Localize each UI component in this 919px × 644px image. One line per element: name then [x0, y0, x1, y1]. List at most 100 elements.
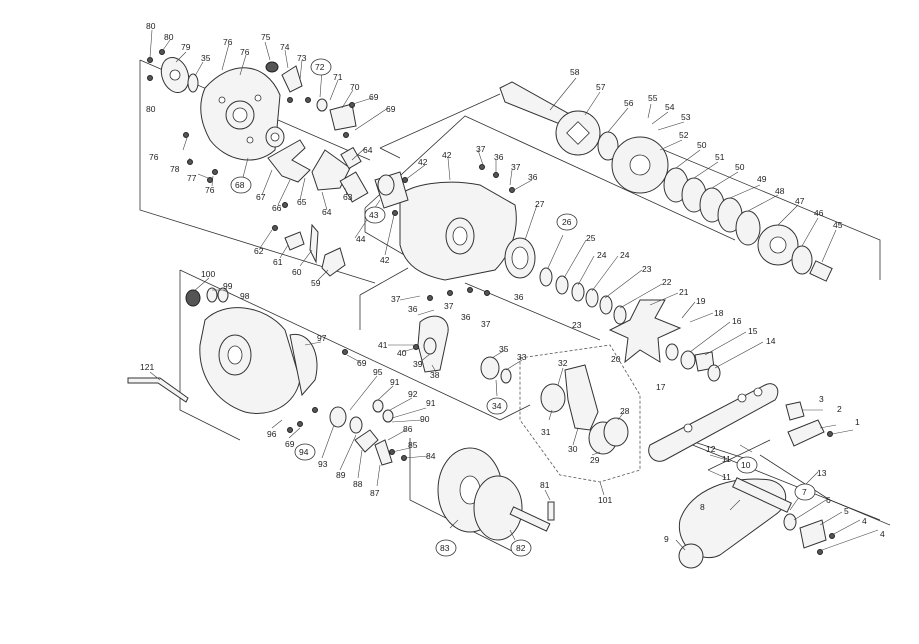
- bushing-100: [185, 289, 201, 307]
- part-label-47: 47: [795, 196, 805, 206]
- part-label-51: 51: [715, 152, 725, 162]
- part-label-69a: 69: [369, 92, 379, 102]
- spool-shaft: [509, 506, 551, 532]
- part-label-74: 74: [280, 42, 290, 52]
- leader-lines: [149, 29, 879, 551]
- part-label-76c: 76: [149, 152, 159, 162]
- part-label-81: 81: [540, 480, 550, 490]
- part-label-36c: 36: [408, 304, 418, 314]
- part-label-36b: 36: [528, 172, 538, 182]
- part-label-58: 58: [570, 67, 580, 77]
- part-label-23b: 23: [572, 320, 582, 330]
- part-label-46: 46: [814, 208, 824, 218]
- star-drag-21: [608, 299, 682, 364]
- part-label-87: 87: [370, 488, 380, 498]
- part-label-37b: 37: [511, 162, 521, 172]
- part-label-94: 94: [299, 447, 309, 457]
- part-label-35b: 35: [499, 344, 509, 354]
- part-label-90: 90: [420, 414, 430, 424]
- washer-71: [316, 98, 328, 112]
- part-label-38: 38: [430, 370, 440, 380]
- part-label-97: 97: [317, 333, 327, 343]
- pinion-stack: [539, 267, 627, 325]
- washer-33: [500, 368, 512, 384]
- handle-arm-12: [648, 383, 779, 462]
- main-gear-group: [499, 81, 833, 282]
- part-label-96: 96: [267, 429, 277, 439]
- part-label-98: 98: [240, 291, 250, 301]
- part-label-64a: 64: [363, 145, 373, 155]
- part-label-100: 100: [201, 269, 215, 279]
- part-label-37e: 37: [481, 319, 491, 329]
- part-label-25: 25: [586, 233, 596, 243]
- washer-48: [735, 210, 761, 246]
- clutch-cam-65: [311, 149, 351, 191]
- screws-frame: [392, 164, 515, 301]
- lever-60: [309, 223, 319, 264]
- part-label-4a: 4: [862, 516, 867, 526]
- part-label-4b: 4: [880, 529, 885, 539]
- part-label-28: 28: [620, 406, 630, 416]
- part-label-59: 59: [311, 278, 321, 288]
- part-label-11b: 11: [722, 472, 731, 482]
- part-label-93: 93: [318, 459, 328, 469]
- part-label-41: 41: [378, 340, 388, 350]
- part-label-15: 15: [748, 326, 758, 336]
- clutch-lever-59: [321, 247, 346, 277]
- part-label-79: 79: [181, 42, 191, 52]
- part-label-95: 95: [373, 367, 383, 377]
- nut-3: [785, 401, 805, 421]
- right-side-plate-group: [127, 287, 407, 466]
- spool-group: [437, 356, 629, 541]
- part-label-65: 65: [297, 197, 307, 207]
- part-label-27: 27: [535, 199, 545, 209]
- part-label-88: 88: [353, 479, 363, 489]
- part-label-91b: 91: [426, 398, 436, 408]
- part-label-68: 68: [235, 180, 245, 190]
- part-label-75: 75: [261, 32, 271, 42]
- part-label-35a: 35: [201, 53, 211, 63]
- o-ring-35b: [480, 356, 500, 380]
- part-label-10: 10: [741, 460, 751, 470]
- clutch-plate-67: [267, 139, 311, 183]
- plate-70: [329, 103, 357, 131]
- part-label-1: 1: [855, 417, 860, 427]
- part-label-44: 44: [356, 234, 366, 244]
- part-label-18: 18: [714, 308, 724, 318]
- part-label-3: 3: [819, 394, 824, 404]
- part-label-92: 92: [408, 389, 418, 399]
- plate-2: [787, 419, 825, 447]
- part-label-37a: 37: [476, 144, 486, 154]
- part-label-12: 12: [706, 444, 716, 454]
- frame-group: [374, 164, 627, 373]
- part-label-5: 5: [844, 506, 849, 516]
- part-label-57: 57: [596, 82, 606, 92]
- part-label-89: 89: [336, 470, 346, 480]
- part-label-52: 52: [679, 130, 689, 140]
- drive-31: [540, 383, 566, 413]
- washer-14: [707, 364, 721, 382]
- part-label-76b: 76: [240, 47, 250, 57]
- part-label-36e: 36: [514, 292, 524, 302]
- part-label-34: 34: [492, 401, 502, 411]
- part-label-50b: 50: [735, 162, 745, 172]
- part-label-83: 83: [440, 543, 450, 553]
- part-label-69d: 69: [285, 439, 295, 449]
- part-label-76a: 76: [223, 37, 233, 47]
- bearing-61: [284, 231, 305, 251]
- part-label-36a: 36: [494, 152, 504, 162]
- part-label-2: 2: [837, 404, 842, 414]
- shaft-7: [732, 477, 792, 513]
- part-label-8: 8: [700, 502, 705, 512]
- part-label-62: 62: [254, 246, 264, 256]
- part-label-63: 63: [343, 192, 353, 202]
- part-label-42b: 42: [442, 150, 452, 160]
- part-label-80b: 80: [164, 32, 174, 42]
- cap-28: [603, 417, 629, 447]
- wrench-121: [127, 377, 189, 403]
- part-label-84: 84: [426, 451, 436, 461]
- part-label-22: 22: [662, 277, 672, 287]
- part-label-77: 77: [187, 173, 197, 183]
- part-label-80a: 80: [146, 21, 156, 31]
